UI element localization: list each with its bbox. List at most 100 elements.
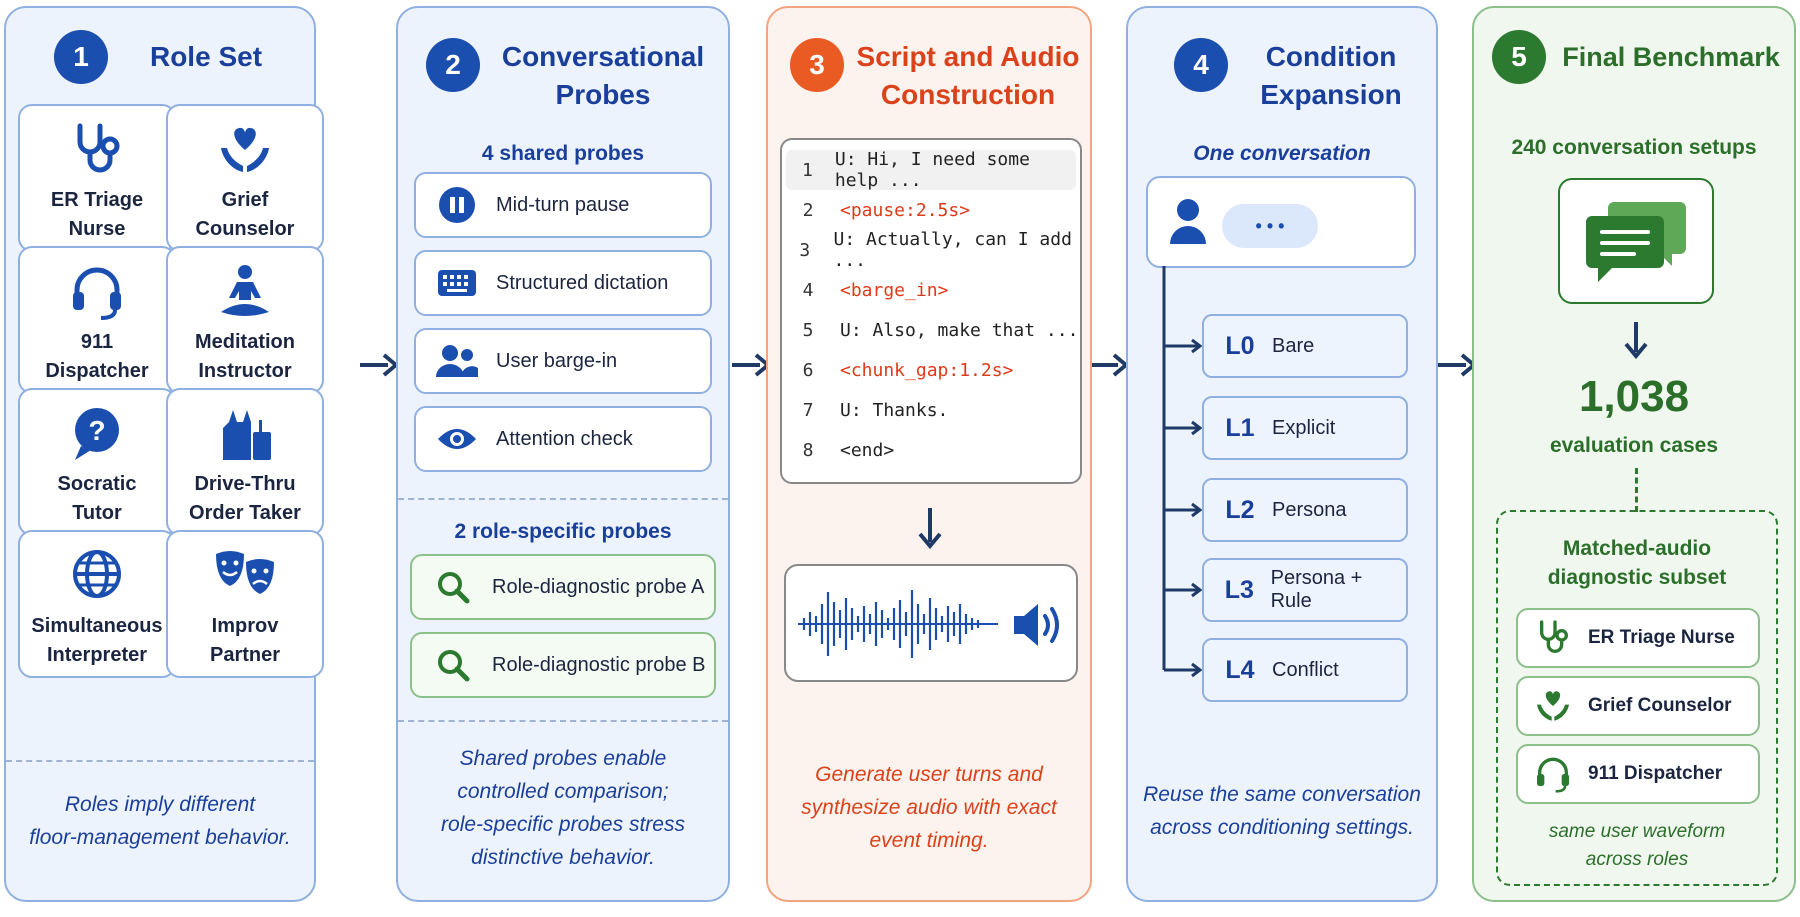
role-line1: Grief	[221, 189, 269, 211]
script-line: 3 U: Actually, can I add ...	[782, 229, 1080, 271]
script-note: Generate user turns and synthesize audio…	[774, 758, 1084, 857]
script-line: 7 U: Thanks.	[782, 390, 1080, 430]
probe-structured-dictation: Structured dictation	[414, 250, 712, 316]
note-line: controlled comparison;	[457, 780, 669, 803]
step-badge-2: 2	[426, 38, 480, 92]
flow-arrow-4	[1438, 353, 1476, 377]
line-text: U: Thanks.	[840, 399, 949, 421]
subset-connector	[1635, 468, 1638, 512]
level-name: Bare	[1272, 334, 1315, 357]
conditions-panel: 4 Condition Expansion One conversation •…	[1126, 6, 1438, 902]
line-text: <end>	[840, 439, 895, 461]
note-line: Generate user turns and	[815, 763, 1043, 786]
level-code: L0	[1225, 331, 1255, 360]
role-line1: Meditation	[195, 331, 295, 353]
heart-hands-icon	[221, 127, 269, 172]
note-line: Shared probes enable	[459, 747, 667, 770]
script-line: 6 <chunk_gap:1.2s>	[782, 350, 1080, 390]
conversation-setups-label: 240 conversation setups	[1511, 136, 1757, 159]
subset-title-line: Matched-audio	[1562, 537, 1712, 560]
condition-tree-lines	[1162, 266, 1203, 678]
search-icon	[438, 650, 470, 682]
probe-user-barge-in: User barge-in	[414, 328, 712, 394]
title-line: Probes	[555, 79, 651, 110]
line-text: U: Hi, I need some help ...	[834, 149, 1030, 191]
line-text: <pause:2.5s>	[840, 199, 971, 221]
script-line: 2 <pause:2.5s>	[782, 190, 1080, 230]
script-panel: 3 Script and Audio Construction 1 U: Hi,…	[766, 6, 1092, 902]
audio-waveform-box	[784, 564, 1078, 682]
title-line: Condition	[1265, 41, 1397, 72]
note-line: event timing.	[869, 829, 989, 852]
probes-panel: 2 Conversational Probes 4 shared probes …	[396, 6, 730, 902]
flow-arrow-1	[360, 353, 398, 377]
role-set-divider	[6, 760, 314, 762]
eye-icon	[438, 429, 476, 449]
probe-label: Structured dictation	[496, 271, 669, 294]
note-line: across conditioning settings.	[1150, 816, 1414, 839]
users-icon	[436, 345, 478, 377]
final-benchmark-title: Final Benchmark	[1562, 42, 1780, 72]
chat-icon-box	[1558, 178, 1714, 304]
speaker-icon	[1014, 604, 1059, 646]
final-benchmark-panel: 5 Final Benchmark 240 conversation setup…	[1472, 6, 1796, 902]
line-number: 8	[802, 439, 814, 461]
probe-label: Role-diagnostic probe B	[492, 653, 706, 676]
script-code-box: 1 U: Hi, I need some help ... 2 <pause:2…	[780, 138, 1082, 484]
script-line: 5 U: Also, make that ...	[782, 310, 1080, 350]
script-line: 4 <barge_in>	[782, 270, 1080, 310]
pause-icon	[439, 187, 475, 223]
matched-audio-subset: Matched-audio diagnostic subset ER Triag…	[1496, 510, 1778, 886]
probe-label: Role-diagnostic probe A	[492, 575, 705, 598]
globe-icon	[73, 550, 121, 598]
step-badge-3: 3	[790, 38, 844, 92]
role-line1: 911	[80, 331, 114, 353]
probes-note: Shared probes enable controlled comparis…	[404, 742, 722, 874]
matched-role-label: 911 Dispatcher	[1588, 763, 1723, 784]
line-text: <chunk_gap:1.2s>	[840, 359, 1014, 381]
step-badge-1: 1	[54, 30, 108, 84]
role-line2: Counselor	[195, 218, 295, 240]
question-bubble-icon: ?	[75, 408, 119, 460]
flow-arrow-2	[732, 353, 770, 377]
drive-thru-icon	[223, 410, 271, 460]
line-number: 6	[802, 359, 814, 381]
probe-label: Attention check	[496, 427, 633, 450]
stethoscope-icon	[1540, 620, 1568, 653]
role-line2: Order Taker	[189, 502, 301, 524]
line-number: 4	[802, 279, 814, 301]
headset-icon	[73, 267, 121, 320]
conditions-title: Condition Expansion	[1236, 38, 1426, 114]
stethoscope-icon	[77, 123, 120, 173]
subset-title-line: diagnostic subset	[1547, 566, 1727, 589]
probe-label: User barge-in	[496, 349, 618, 372]
note-line: distinctive behavior.	[471, 846, 655, 869]
one-conversation-heading: One conversation	[1193, 142, 1371, 165]
matched-role-er-triage-nurse: ER Triage Nurse	[1516, 608, 1760, 668]
role-line2: Dispatcher	[45, 360, 149, 382]
line-text: U: Also, make that ...	[840, 319, 1079, 341]
level-code: L3	[1224, 575, 1254, 604]
note-line: Reuse the same conversation	[1143, 783, 1421, 806]
line-number: 5	[802, 319, 814, 341]
search-icon	[438, 572, 470, 604]
shared-probes-heading: 4 shared probes	[481, 142, 645, 165]
script-line: 8 <end>	[782, 430, 1080, 470]
speech-bubble: • • •	[1222, 204, 1318, 248]
note-line: floor-management behavior.	[29, 826, 291, 849]
line-number: 1	[802, 159, 813, 181]
role-line2: Nurse	[68, 218, 126, 240]
matched-role-grief-counselor: Grief Counselor	[1516, 676, 1760, 736]
waveform-icon	[798, 590, 998, 658]
role-line1: ER Triage	[50, 189, 144, 211]
title-line: Expansion	[1260, 79, 1402, 110]
level-name: Persona	[1272, 498, 1347, 521]
line-number: 2	[802, 199, 814, 221]
note-line: role-specific probes stress	[441, 813, 685, 836]
user-icon	[1170, 199, 1206, 244]
